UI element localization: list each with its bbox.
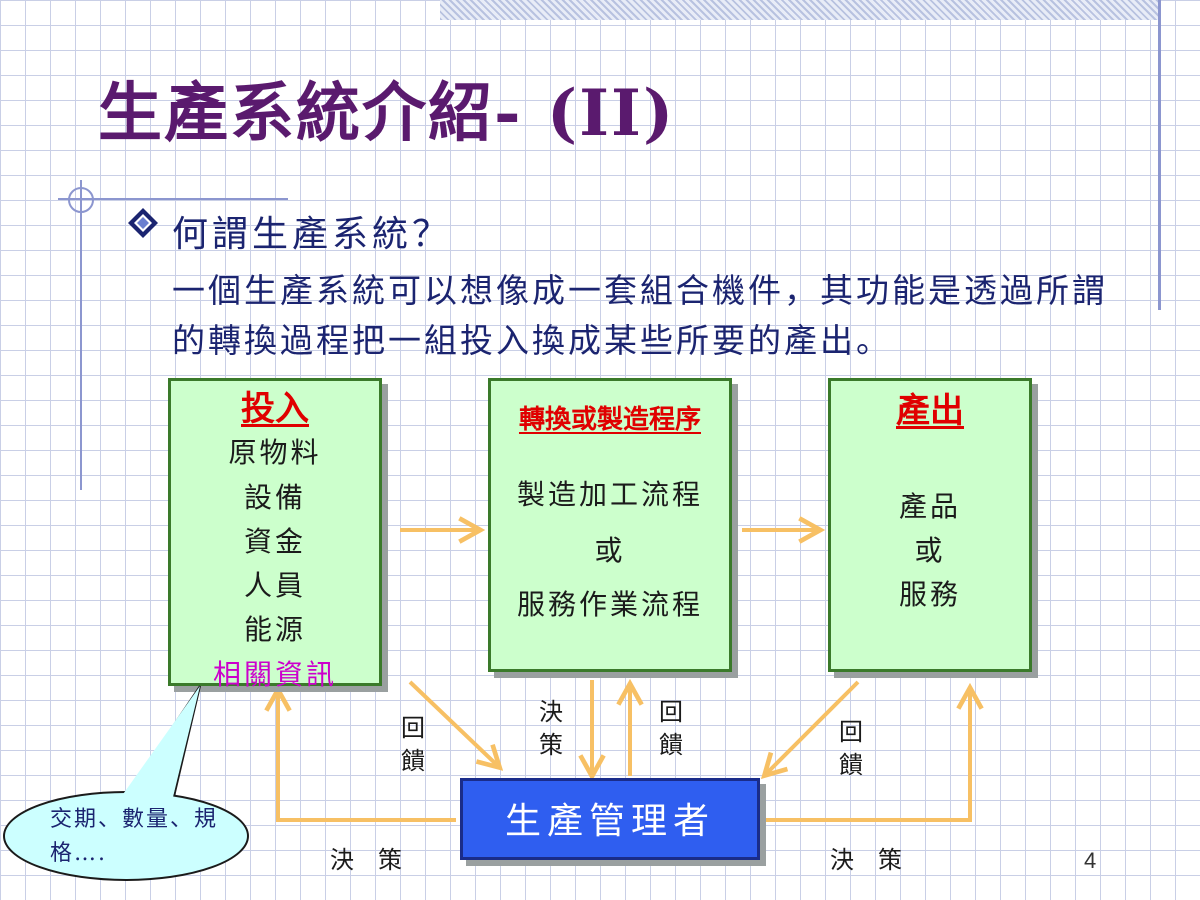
- process-item: 或: [594, 534, 626, 567]
- feedback-label-left: 回饋: [401, 714, 425, 775]
- header-hatch-band: [440, 0, 1160, 20]
- page-title: 生產系統介紹- (II): [98, 76, 676, 151]
- crosshair-circle: [68, 187, 94, 213]
- arrow-output-feedback-to-manager: [766, 680, 860, 774]
- decision-label-center: 決策: [539, 698, 563, 759]
- output-item: 或: [914, 534, 946, 567]
- callout-text: 交期、數量、規格….: [50, 807, 219, 866]
- feedback-label-center: 回饋: [659, 698, 683, 759]
- process-item: 製造加工流程: [516, 478, 703, 511]
- arrow-decision-to-input: [278, 692, 456, 822]
- arrow-input-feedback-to-manager: [408, 680, 498, 766]
- crosshair-vertical: [80, 180, 82, 490]
- crosshair-horizontal: [58, 198, 288, 200]
- input-item: 原物料: [228, 436, 322, 469]
- output-item: 產品: [898, 490, 961, 523]
- decision-label-left: 決 策: [330, 846, 402, 874]
- process-box: 轉換或製造程序 製造加工流程 或 服務作業流程: [488, 378, 732, 672]
- process-heading: 轉換或製造程序: [518, 405, 701, 435]
- process-item: 服務作業流程: [516, 588, 703, 621]
- feedback-label-right: 回饋: [839, 718, 863, 779]
- input-item: 人員: [243, 569, 306, 602]
- right-rule: [1158, 0, 1161, 310]
- description-text: 一個生產系統可以想像成一套組合機件，其功能是透過所謂的轉換過程把一組投入換成某些…: [172, 271, 1108, 360]
- input-item: 設備: [243, 481, 306, 514]
- question-text: 何謂生產系統？: [172, 214, 453, 255]
- input-item: 資金: [243, 525, 306, 558]
- input-heading: 投入: [241, 389, 309, 429]
- decision-label-right: 決 策: [830, 846, 902, 874]
- arrow-decision-to-output: [764, 690, 970, 822]
- output-item: 服務: [898, 578, 961, 611]
- input-item: 能源: [243, 613, 306, 646]
- input-box: 投入 原物料 設備 資金 人員 能源 相關資訊: [168, 378, 382, 691]
- input-item-highlight: 相關資訊: [212, 658, 337, 691]
- output-heading: 產出: [896, 391, 964, 431]
- page-number: 4: [1084, 848, 1097, 873]
- production-manager-box: 生產管理者: [460, 778, 760, 860]
- diamond-bullet-icon: [128, 208, 158, 238]
- output-box: 產出 產品 或 服務: [828, 378, 1032, 672]
